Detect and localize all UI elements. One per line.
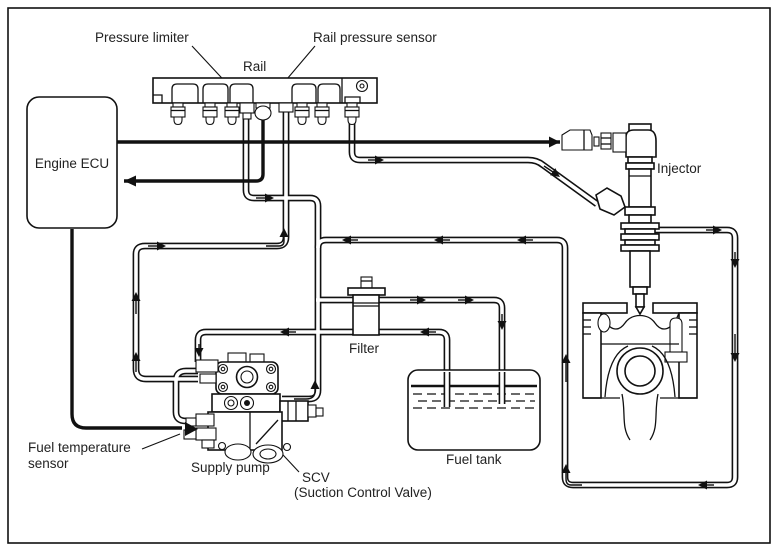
rail-pressure-sensor-device	[254, 102, 272, 121]
scv-full-label: (Suction Control Valve)	[294, 485, 432, 500]
injector-nozzle-tip	[634, 306, 646, 316]
wire-ecu-to-pump	[70, 229, 182, 430]
fuel-temp-sensor-label-line1: Fuel temperature	[28, 440, 131, 455]
pressure-limiter-label: Pressure limiter	[95, 30, 189, 45]
scv-device	[279, 400, 324, 422]
filter-label: Filter	[349, 341, 379, 356]
wire-arrow-left	[124, 175, 136, 187]
wire-arrow-right	[549, 136, 560, 148]
rail	[152, 77, 378, 126]
fuel-tank	[407, 369, 541, 451]
fuel-temperature-sensor-device	[183, 413, 217, 449]
injector-connector	[561, 129, 612, 151]
supply-pump	[183, 352, 324, 464]
wire-rail-sensor-to-ecu	[124, 112, 265, 183]
page-border	[7, 7, 771, 544]
fuel-temp-sensor-leader	[141, 433, 181, 450]
pump-wire-arrowhead	[185, 422, 198, 436]
rail-label: Rail	[243, 59, 267, 74]
piston-cylinder	[582, 302, 698, 441]
rail-pressure-sensor-label: Rail pressure sensor	[313, 30, 437, 45]
flow-arrows	[131, 155, 740, 490]
pump-inlet-fitting	[195, 359, 219, 373]
rail-inlet-port	[278, 102, 294, 113]
rail-ports	[170, 102, 360, 126]
injector-inlet-fitting	[595, 187, 626, 216]
filter	[347, 276, 386, 336]
supply-pump-label: Supply pump	[191, 460, 270, 475]
engine-ecu-label: Engine ECU	[34, 156, 110, 171]
ecu-wires	[70, 112, 560, 430]
engine-ecu-box	[26, 96, 118, 229]
injector-label: Injector	[657, 161, 702, 176]
fuel-temp-sensor-label-line2: sensor	[28, 456, 69, 471]
injector	[595, 123, 660, 316]
pressure-limiter-device	[239, 102, 255, 120]
fuel-tank-label: Fuel tank	[446, 452, 502, 467]
scv-label: SCV	[302, 470, 330, 485]
pipe-rail-to-injector	[348, 122, 599, 207]
